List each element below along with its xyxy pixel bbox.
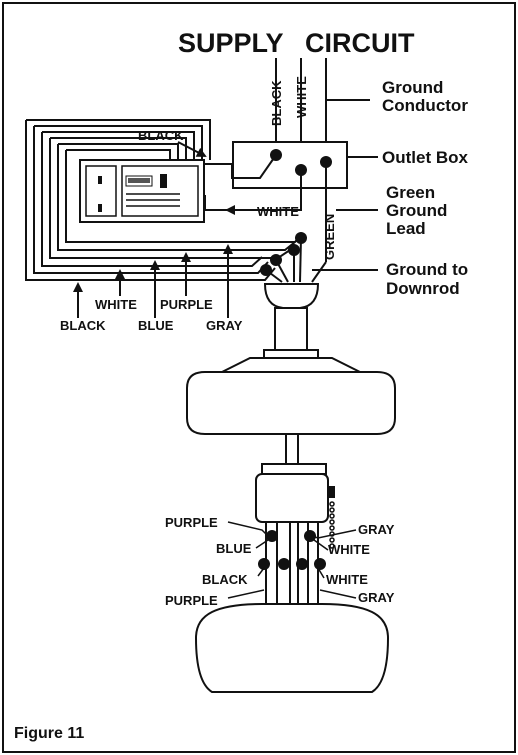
switch-gray-bottom-label: GRAY bbox=[358, 590, 395, 605]
receiver-black-label: BLACK bbox=[138, 128, 184, 143]
receiver-module bbox=[79, 159, 205, 223]
green-ground-lead-label-2: Ground bbox=[386, 201, 447, 220]
ground-conductor-label-1: Ground bbox=[382, 78, 443, 97]
switch-black-label: BLACK bbox=[202, 572, 248, 587]
switch-white-bottom-label: WHITE bbox=[326, 572, 368, 587]
light-kit-bowl bbox=[194, 603, 390, 693]
ground-to-downrod-label-2: Downrod bbox=[386, 279, 460, 298]
switch-blue-label: BLUE bbox=[216, 541, 252, 556]
green-label: GREEN bbox=[322, 214, 337, 260]
outlet-box-label: Outlet Box bbox=[382, 148, 468, 167]
title-circuit: CIRCUIT bbox=[305, 28, 415, 58]
lower-shaft bbox=[285, 433, 299, 465]
green-ground-lead-label-1: Green bbox=[386, 183, 435, 202]
light-kit-splices bbox=[258, 530, 326, 570]
supply-black-label: BLACK bbox=[269, 80, 284, 126]
ground-conductor-label-2: Conductor bbox=[382, 96, 468, 115]
bottom-blue-label: BLUE bbox=[138, 318, 174, 333]
bottom-white-label: WHITE bbox=[95, 297, 137, 312]
pull-chain-knob bbox=[328, 486, 335, 498]
switch-housing bbox=[255, 473, 329, 523]
switch-purple-bottom-label: PURPLE bbox=[165, 593, 218, 608]
downrod-upper bbox=[274, 307, 308, 351]
switch-white-top-label: WHITE bbox=[328, 542, 370, 557]
title-supply: SUPPLY bbox=[178, 28, 284, 58]
receiver-black-arrow bbox=[177, 141, 207, 157]
switch-purple-top-label: PURPLE bbox=[165, 515, 218, 530]
ground-to-downrod-label-1: Ground to bbox=[386, 260, 468, 279]
motor-housing bbox=[186, 371, 396, 435]
pull-chain bbox=[329, 501, 335, 549]
switch-gray-top-label: GRAY bbox=[358, 522, 395, 537]
bottom-gray-label: GRAY bbox=[206, 318, 243, 333]
bottom-black-label: BLACK bbox=[60, 318, 106, 333]
supply-white-label: WHITE bbox=[294, 76, 309, 118]
figure-caption: Figure 11 bbox=[14, 725, 84, 742]
receiver-white-label: WHITE bbox=[257, 204, 299, 219]
bottom-purple-label: PURPLE bbox=[160, 297, 213, 312]
green-ground-lead-label-3: Lead bbox=[386, 219, 426, 238]
downrod-collar bbox=[263, 349, 319, 359]
canopy bbox=[263, 283, 320, 309]
